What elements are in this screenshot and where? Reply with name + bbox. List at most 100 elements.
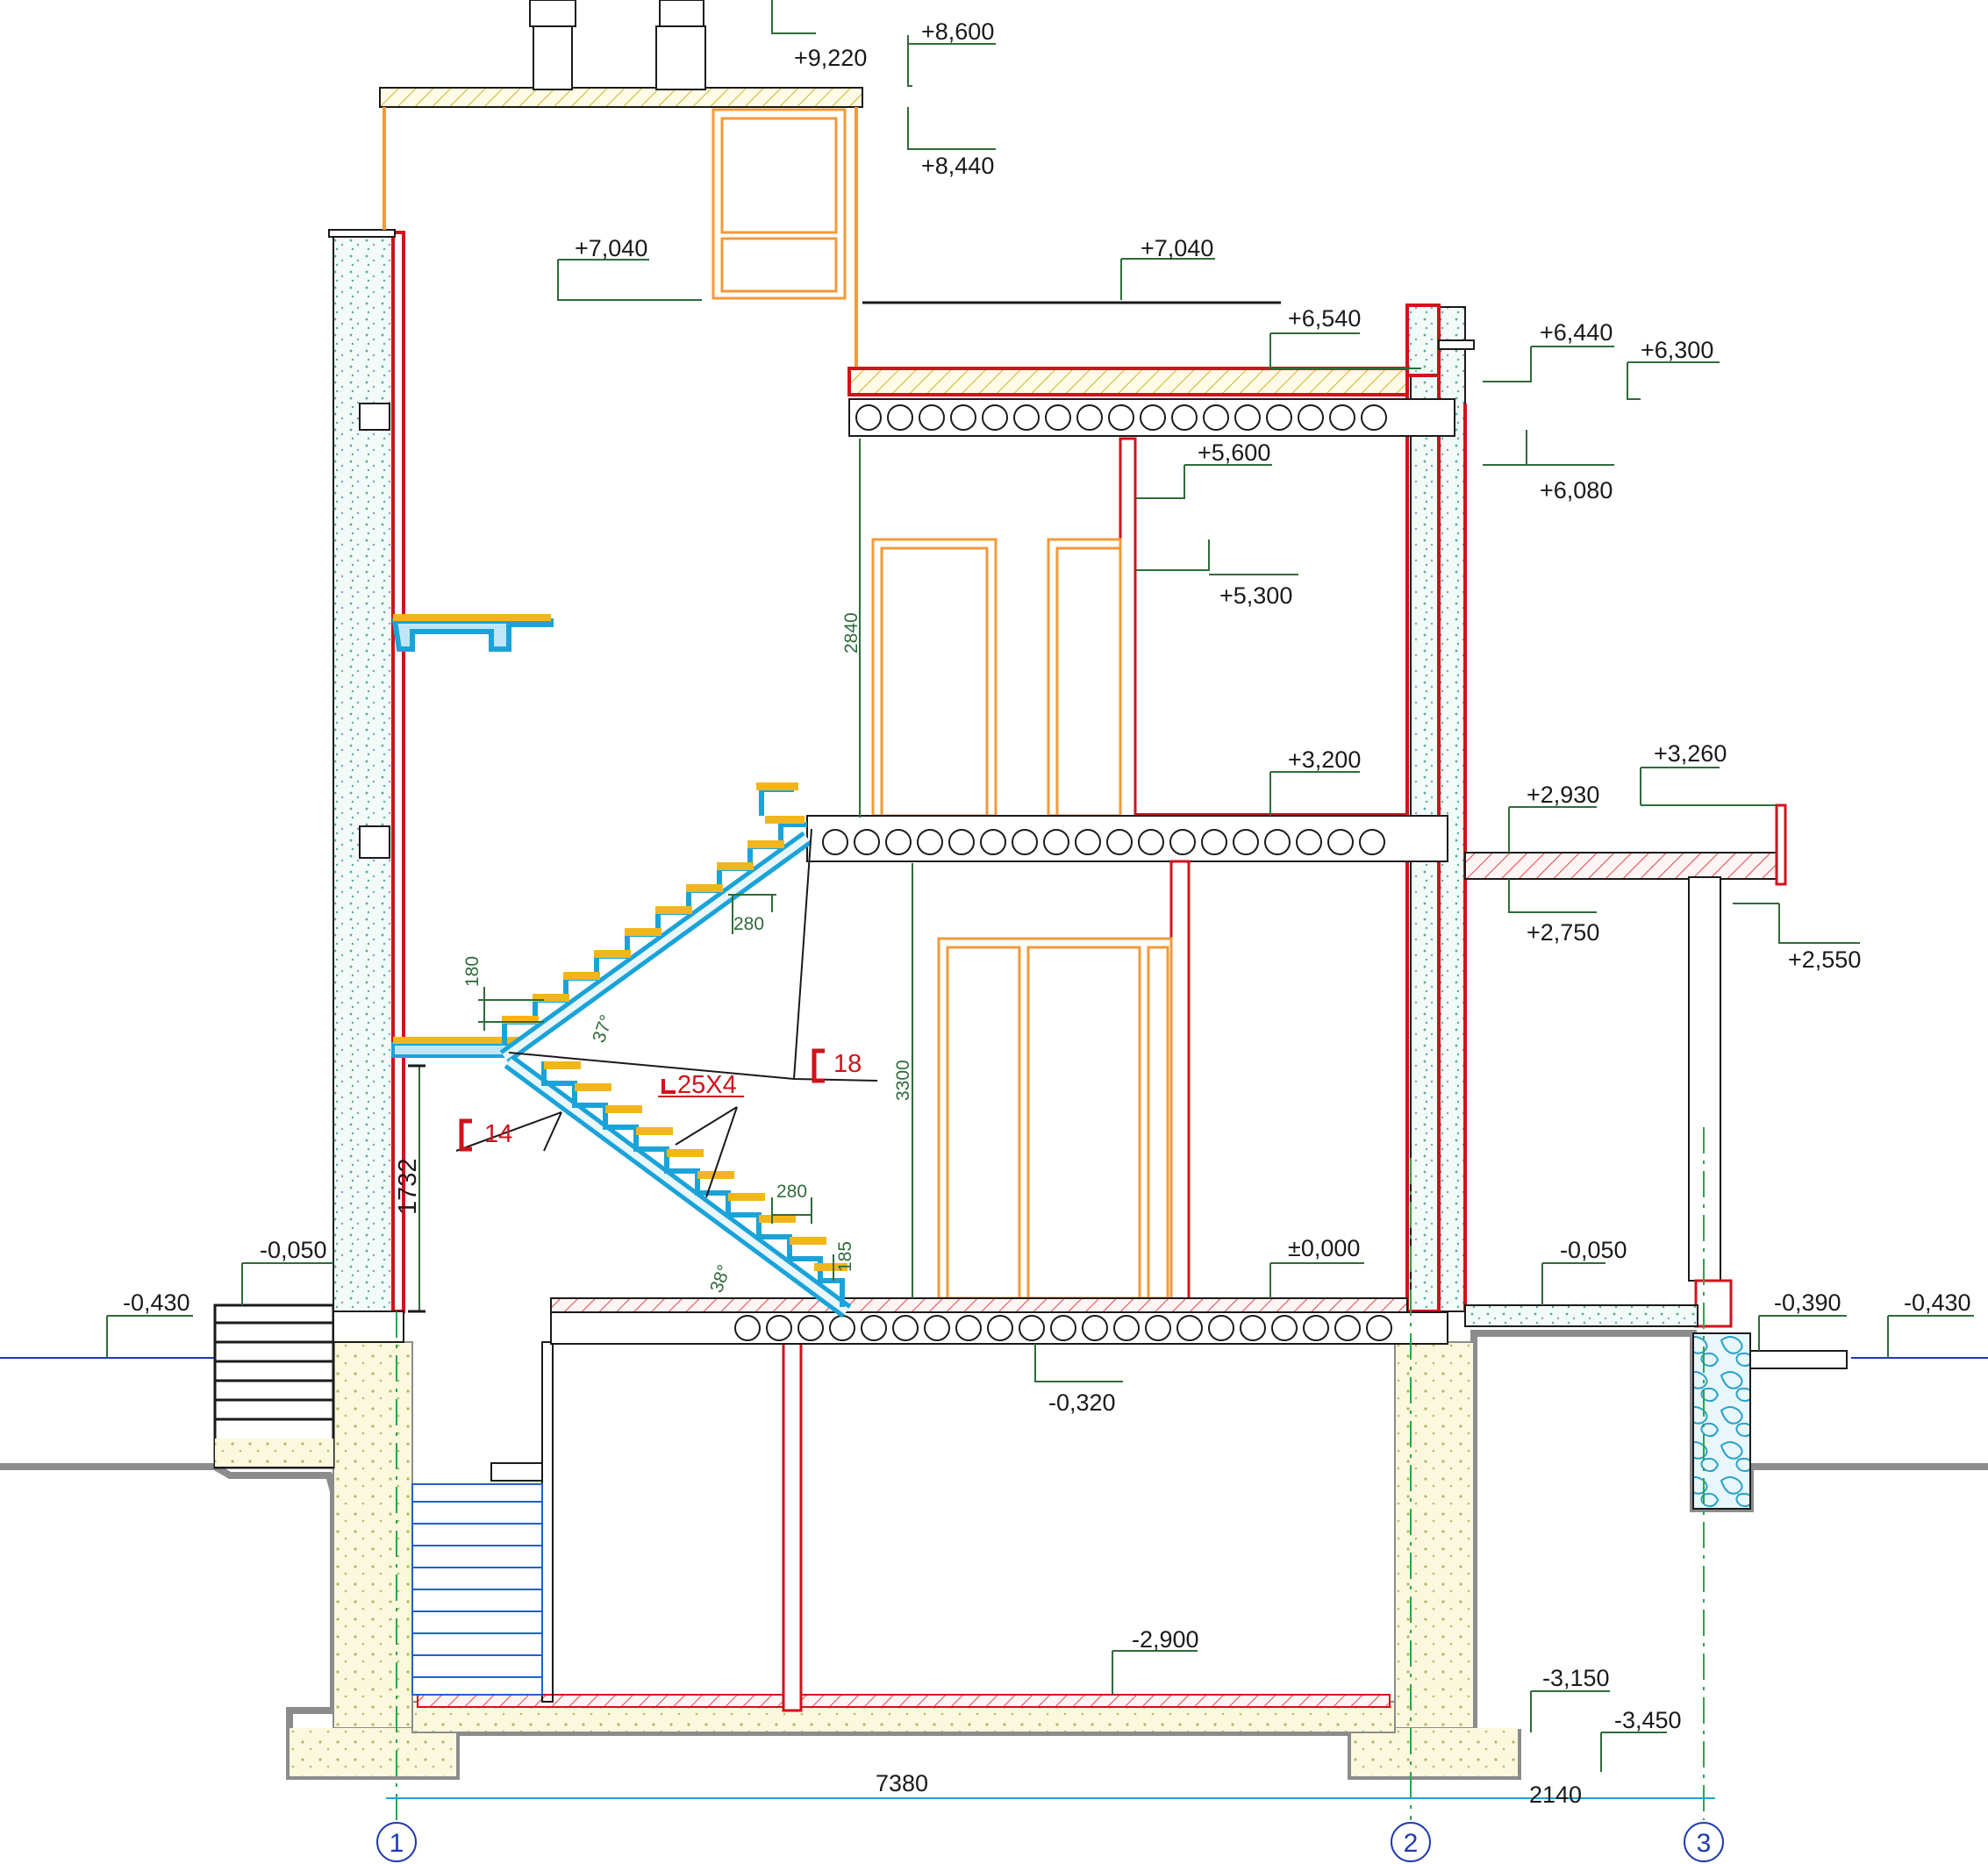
elev-6300: +6,300 (1641, 337, 1713, 363)
porch-step (1749, 1350, 1848, 1369)
first-floor-partition (1169, 860, 1191, 1312)
chimney-right (655, 25, 706, 90)
upper-roof-hollow-cores (855, 404, 1387, 431)
elev-2750: +2,750 (1527, 919, 1599, 946)
elev-m0430-left: -0,430 (123, 1289, 190, 1316)
axis-marker-2: 2 (1391, 1822, 1431, 1862)
left-wall-parapet (328, 229, 396, 238)
canopy-edge (1775, 803, 1787, 886)
porch-footing (1692, 1332, 1751, 1510)
elev-8440: +8,440 (921, 153, 994, 179)
left-wall-masonry (391, 231, 405, 1313)
first-floor-double-door (937, 937, 1173, 1300)
elevation-marks (106, 0, 1974, 1772)
axis-lines (396, 1127, 1705, 1820)
channel-14-icon (459, 1118, 472, 1152)
elev-0000: ±0,000 (1288, 1235, 1360, 1261)
elev-2930: +2,930 (1527, 782, 1599, 808)
elev-m0390: -0,390 (1774, 1289, 1841, 1316)
elev-7040-left: +7,040 (575, 235, 647, 261)
angle-25x4-icon (661, 1079, 676, 1094)
elev-3200: +3,200 (1288, 746, 1361, 773)
basement-partition (782, 1340, 803, 1712)
elev-2550: +2,550 (1788, 946, 1861, 973)
elev-8600: +8,600 (921, 18, 994, 45)
canopy-column (1688, 876, 1721, 1282)
dim-180: 180 (462, 956, 483, 987)
dim-38-deg: 38° (706, 1262, 734, 1296)
span-7380: 7380 (876, 1770, 928, 1796)
dim-2840: 2840 (841, 612, 862, 653)
mid-landing-tread (393, 1037, 533, 1044)
roof-door (712, 108, 847, 300)
canopy-column-base (1694, 1279, 1733, 1328)
elev-m0050-right: -0,050 (1560, 1237, 1627, 1263)
dim-185: 185 (835, 1241, 855, 1272)
axis-marker-3: 3 (1684, 1822, 1724, 1862)
second-floor-partition (1119, 437, 1137, 826)
elev-6080: +6,080 (1540, 477, 1613, 503)
dim-280-lower: 280 (776, 1182, 807, 1202)
upper-roof-finish (847, 367, 1409, 396)
left-wall-base (333, 1311, 404, 1343)
upper-landing (391, 618, 554, 652)
elev-9220: +9,220 (794, 45, 867, 71)
elev-m2900: -2,900 (1132, 1626, 1199, 1653)
span-2140: 2140 (1529, 1782, 1582, 1808)
entrance-steps (213, 1303, 335, 1469)
elev-7040-right: +7,040 (1141, 235, 1213, 261)
elev-m3150: -3,150 (1542, 1665, 1610, 1691)
mid-floor-hollow-cores (822, 829, 1385, 855)
basement-inner-wall (541, 1341, 554, 1703)
chimney-right-cap (659, 0, 704, 27)
elev-m0050-left: -0,050 (260, 1237, 327, 1263)
basement-foundation-right (1394, 1341, 1475, 1729)
canopy-slab (1464, 852, 1777, 880)
channel-14-label: 14 (484, 1120, 512, 1148)
svg-text:3: 3 (1697, 1829, 1712, 1858)
left-wall-insulation (333, 236, 394, 1312)
chimney-left (533, 25, 573, 90)
axis-marker-1: 1 (376, 1822, 417, 1862)
angle-25x4-label: 25X4 (677, 1071, 737, 1099)
footing-left (290, 1728, 456, 1776)
elev-3260: +3,260 (1654, 740, 1727, 767)
dimension-lines (408, 439, 913, 1313)
basement-foundation-left (333, 1341, 413, 1729)
footing-right (1351, 1728, 1518, 1776)
upper-landing-tread (393, 614, 551, 621)
elev-6540: +6,540 (1288, 305, 1361, 332)
dim-280-upper: 280 (733, 914, 764, 934)
upper-stair-flight (499, 782, 812, 1064)
ground-floor-finish (550, 1297, 1408, 1313)
porch-slab (1464, 1304, 1698, 1327)
chimney-left-cap (529, 0, 576, 27)
roof-top-slab (379, 87, 863, 108)
elev-m0430-right: -0,430 (1904, 1289, 1971, 1316)
elev-5600: +5,600 (1198, 439, 1270, 466)
channel-18-icon (812, 1048, 825, 1083)
basement-floor-finish (417, 1694, 1391, 1708)
basement-stair-landing (490, 1462, 543, 1482)
svg-text:2: 2 (1404, 1829, 1419, 1858)
elev-m0320: -0,320 (1048, 1389, 1116, 1416)
dim-1732: 1732 (394, 1158, 422, 1215)
basement-stair (411, 1483, 543, 1696)
elev-6440: +6,440 (1540, 319, 1613, 346)
lower-stair-flight (504, 1054, 852, 1318)
second-floor-door-right (1047, 538, 1122, 818)
ground-floor-slab (550, 1311, 1448, 1345)
svg-text:1: 1 (390, 1829, 404, 1858)
dim-37-deg: 37° (589, 1012, 617, 1046)
elev-m3450: -3,450 (1614, 1707, 1682, 1733)
mid-landing (391, 1042, 513, 1058)
elev-5300: +5,300 (1219, 582, 1292, 609)
right-wall-cornice (1438, 339, 1475, 350)
left-wall-lintel-upper (359, 403, 390, 431)
right-wall-top (1405, 304, 1441, 377)
channel-18-label: 18 (833, 1050, 862, 1078)
second-floor-door-left (871, 538, 998, 818)
profile-leaders (455, 828, 878, 1198)
left-wall-lintel-lower (359, 825, 390, 859)
